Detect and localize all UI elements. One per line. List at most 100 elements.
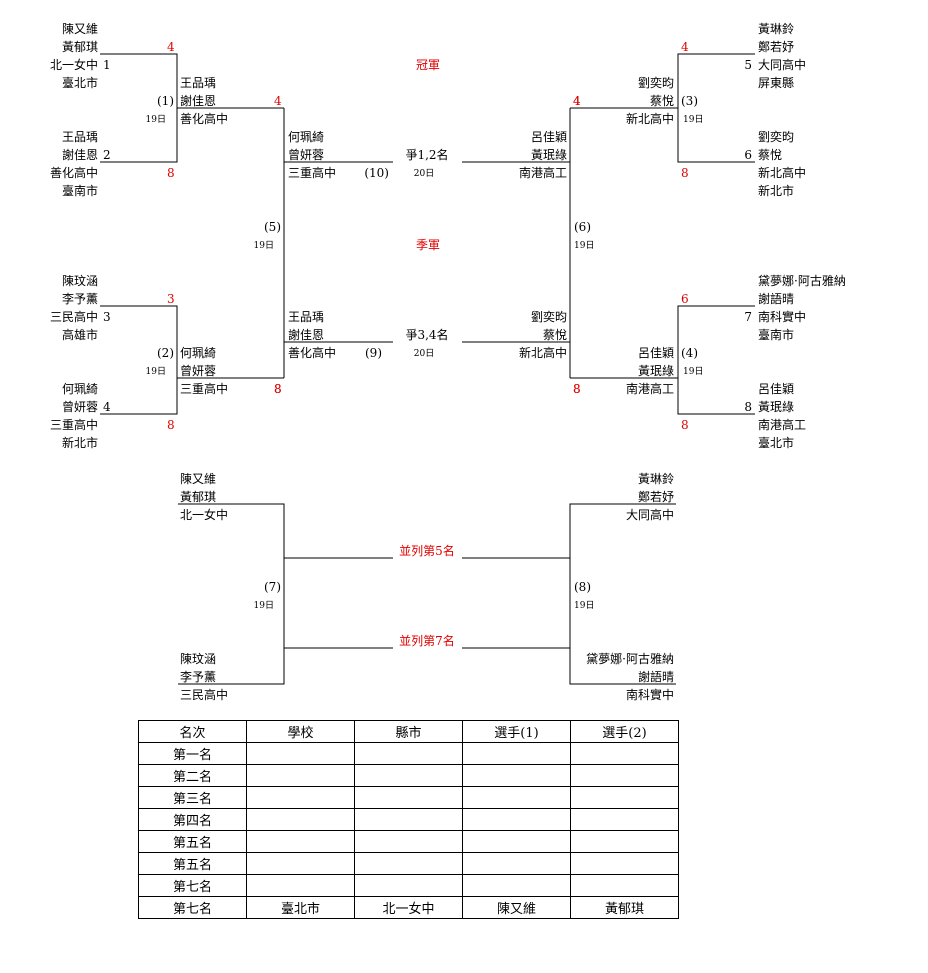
- finalist-school: 三重高中: [288, 165, 336, 180]
- match-day: 19日: [574, 240, 594, 251]
- semi-right-bottom: 劉奕昀 蔡悅 新北高中 8: [519, 309, 581, 396]
- entry-school: 北一女中: [50, 57, 98, 72]
- entry-player-1: 黃琳鈴: [758, 21, 794, 36]
- cell-rank: 第五名: [138, 852, 247, 875]
- cell-player-1: [462, 852, 571, 875]
- cell-player-1: [462, 830, 571, 853]
- entry-city: 新北市: [62, 435, 98, 450]
- winner-school: 南港高工: [626, 381, 674, 396]
- winner-school: 新北高中: [626, 111, 674, 126]
- entry-player-2: 蔡悅: [758, 148, 782, 162]
- placement-right-bottom: 黛夢娜·阿古雅納 謝語晴 南科實中: [586, 651, 674, 702]
- header-player-2: 選手(2): [570, 720, 679, 743]
- cell-player-2: [570, 742, 679, 765]
- match-number: (8): [574, 580, 591, 594]
- winner-player-2: 曾妍蓉: [180, 364, 216, 378]
- table-row: 第三名: [138, 786, 679, 809]
- cell-rank: 第二名: [138, 764, 247, 787]
- placement-player-1: 陳又維: [180, 472, 216, 486]
- cell-rank: 第五名: [138, 830, 247, 853]
- cell-rank: 第四名: [138, 808, 247, 831]
- finals-center: 冠軍 爭1,2名 20日 季軍 爭3,4名 20日: [405, 58, 448, 359]
- winner-score: 8: [573, 382, 581, 396]
- entry-player-2: 黃郁琪: [62, 39, 98, 54]
- match-number: (10): [364, 166, 389, 180]
- match-day: 19日: [574, 600, 594, 611]
- entry-school: 南科實中: [758, 309, 806, 324]
- entry-player-1: 王品瑀: [62, 130, 98, 144]
- entry-city: 高雄市: [62, 327, 98, 342]
- winner-player-2: 黃珉綠: [638, 364, 674, 378]
- entry-school: 三民高中: [50, 309, 98, 324]
- cell-city: [354, 808, 463, 831]
- winner-player-2: 蔡悅: [650, 94, 674, 108]
- header-school: 學校: [246, 720, 355, 743]
- entry-player-2: 鄭若妤: [758, 39, 794, 54]
- cell-city: [354, 874, 463, 897]
- winner-score: 4: [274, 94, 282, 108]
- placement-school: 北一女中: [180, 507, 228, 522]
- header-city: 縣市: [354, 720, 463, 743]
- match-4: (4) 19日 呂佳穎 黃珉綠 南港高工 8: [573, 346, 703, 396]
- entry-player-1: 陳又維: [62, 22, 98, 36]
- winner-player-1: 劉奕昀: [638, 75, 674, 90]
- third-place-label: 季軍: [416, 238, 440, 252]
- cell-city: 北一女中: [354, 896, 463, 919]
- match-day: 19日: [254, 600, 274, 611]
- match-2: (2) 19日 何珮綺 曾妍蓉 三重高中 8: [146, 345, 282, 396]
- cell-city: [354, 830, 463, 853]
- entry-player-1: 陳玟涵: [62, 274, 98, 288]
- entry-8: 呂佳穎 黃珉綠 南港高工 臺北市 8 8: [681, 382, 806, 450]
- finalist-player-1: 何珮綺: [288, 129, 324, 144]
- cell-player-2: [570, 808, 679, 831]
- entry-player-1: 何珮綺: [62, 381, 98, 396]
- entry-6: 劉奕昀 蔡悅 新北高中 新北市 6 8: [681, 129, 806, 198]
- cell-city: [354, 786, 463, 809]
- entry-seed: 6: [744, 148, 752, 162]
- match-number: (6): [574, 220, 591, 234]
- cell-school: [246, 852, 355, 875]
- entry-city: 臺北市: [758, 435, 794, 450]
- placement-school: 南科實中: [626, 687, 674, 702]
- final-match-label: 爭1,2名: [405, 147, 448, 162]
- placement-player-1: 陳玟涵: [180, 652, 216, 666]
- entry-score: 4: [167, 40, 175, 54]
- semi-left-bottom: 王品瑀 謝佳恩 善化高中 (9) 8: [274, 310, 382, 396]
- cell-player-2: [570, 830, 679, 853]
- cell-city: [354, 764, 463, 787]
- entry-player-2: 謝語晴: [758, 291, 794, 306]
- placement-school: 大同高中: [626, 507, 674, 522]
- cell-player-1: 陳又維: [462, 896, 571, 919]
- entry-school: 善化高中: [50, 165, 98, 180]
- cell-school: [246, 742, 355, 765]
- finalist-school: 新北高中: [519, 345, 567, 360]
- placement-player-2: 黃郁琪: [180, 489, 216, 504]
- entry-school: 新北高中: [758, 165, 806, 180]
- match-7: (7) 19日: [254, 580, 281, 611]
- match-3: (3) 19日 劉奕昀 蔡悅 新北高中 4: [573, 75, 703, 126]
- cell-player-2: [570, 764, 679, 787]
- entry-2: 王品瑀 謝佳恩 善化高中 臺南市 2 8: [50, 130, 175, 198]
- placement-player-2: 謝語晴: [638, 669, 674, 684]
- entry-5: 黃琳鈴 鄭若妤 大同高中 屏東縣 5 4: [681, 21, 806, 90]
- placement-player-2: 李予薰: [180, 669, 216, 684]
- cell-school: 臺北市: [246, 896, 355, 919]
- entry-seed: 4: [103, 400, 111, 414]
- match-5: (5) 19日: [254, 220, 281, 251]
- cell-rank: 第七名: [138, 874, 247, 897]
- entry-city: 臺北市: [62, 75, 98, 90]
- cell-player-1: [462, 808, 571, 831]
- match-number: (7): [264, 580, 281, 594]
- match-day: 19日: [683, 366, 703, 377]
- entry-city: 屏東縣: [758, 76, 794, 90]
- champion-label: 冠軍: [416, 58, 440, 72]
- entry-player-1: 劉奕昀: [758, 129, 794, 144]
- finalist-school: 南港高工: [519, 165, 567, 180]
- entry-player-1: 呂佳穎: [758, 382, 794, 396]
- header-rank: 名次: [138, 720, 247, 743]
- winner-player-2: 謝佳恩: [180, 93, 216, 108]
- entry-7: 黛夢娜·阿古雅納 謝語晴 南科實中 臺南市 7 6: [681, 273, 846, 342]
- match-day: 19日: [254, 240, 274, 251]
- match-8: (8) 19日: [574, 580, 594, 611]
- table-row: 第一名: [138, 742, 679, 765]
